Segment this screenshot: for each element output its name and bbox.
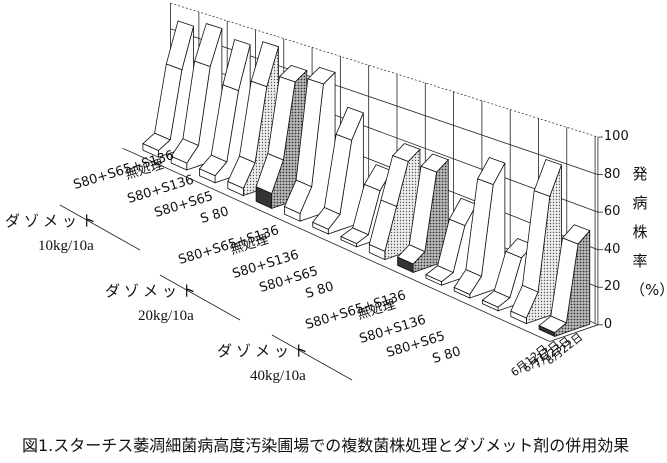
depth-axis xyxy=(549,324,599,342)
dose-divider-line xyxy=(59,204,141,251)
gridline-h xyxy=(170,2,599,138)
ribbon-front-cap xyxy=(425,274,442,286)
y-tick-label: 0 xyxy=(603,316,613,332)
ribbon-S80+S65-20kg/10a xyxy=(368,143,421,261)
ribbon-front-cap xyxy=(538,325,556,338)
ribbon-S80+S65-40kg/10a xyxy=(510,159,562,325)
ribbon-front-cap xyxy=(510,310,527,325)
y-tick-label: 80 xyxy=(603,166,621,182)
dose-label: ダゾメット xyxy=(217,342,313,360)
ribbon-front-cap xyxy=(283,206,301,222)
ribbon-front-cap xyxy=(453,286,471,299)
ribbon-S80-20kg/10a xyxy=(396,153,449,274)
y-axis-label: 発病株率（%） xyxy=(630,165,667,299)
ribbon-無処理-20kg/10a xyxy=(283,66,336,222)
ribbon-front-cap xyxy=(142,143,159,158)
dose-amount: 10kg/10a xyxy=(38,238,94,254)
dose-amount: 40kg/10a xyxy=(250,368,306,384)
y-tick-label: 40 xyxy=(603,241,621,257)
ribbon-S80+S65+S136-20kg/10a xyxy=(312,106,364,235)
ribbon-front-cap xyxy=(340,235,357,248)
ribbon-S80+S65+S136-40kg/10a xyxy=(453,157,506,299)
dose-label: ダゾメット xyxy=(105,282,201,300)
dose-divider-line xyxy=(159,274,241,321)
ribbon-front-cap xyxy=(482,299,499,312)
y-tick-label: 100 xyxy=(603,129,629,145)
ribbon-front-cap xyxy=(199,168,216,184)
dose-label: ダゾメット xyxy=(5,212,101,230)
ribbon-front-cap xyxy=(227,180,244,197)
x-floor-edge xyxy=(122,147,550,342)
ribbon-S80+S65+S136-10kg/10a xyxy=(170,23,223,171)
ribbon-front-cap xyxy=(170,155,188,171)
ribbon-front-cap xyxy=(368,243,386,261)
dose-amount: 20kg/10a xyxy=(138,308,194,324)
ribbon-front-cap xyxy=(397,256,414,274)
ribbon-S80+S136-10kg/10a xyxy=(198,39,251,184)
ribbon-front-cap xyxy=(312,221,329,235)
y-tick-label: 20 xyxy=(603,279,621,295)
ribbon-front-cap xyxy=(255,186,273,210)
ribbon-S80-40kg/10a xyxy=(538,224,591,338)
dose-divider-line xyxy=(271,334,353,381)
figure-caption: 図1.スターチス萎凋細菌病高度汚染圃場での複数菌株処理とダゾメット剤の併用効果 xyxy=(22,436,630,455)
y-tick-label: 60 xyxy=(603,204,621,220)
